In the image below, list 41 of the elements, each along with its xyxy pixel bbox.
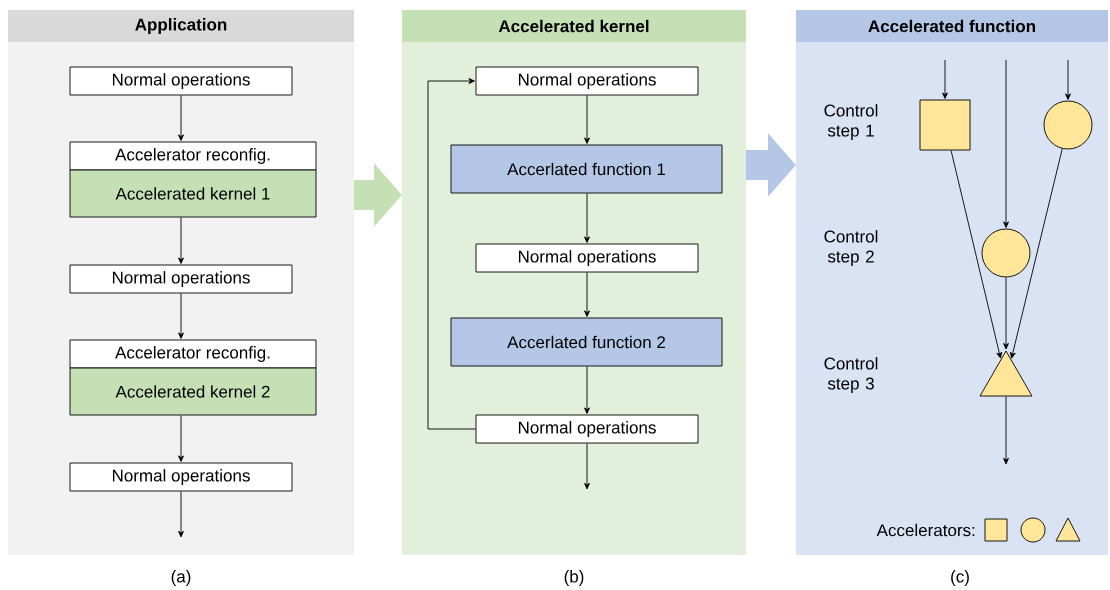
panel-caption: (a): [171, 570, 191, 586]
kernel-box: Accelerated kernel 2: [69, 367, 317, 416]
step-label: Control step 3: [824, 357, 878, 393]
arrow: [178, 95, 184, 141]
arrow: [942, 59, 948, 99]
kernel-box: Accelerated kernel 1: [69, 169, 317, 218]
arrow: [427, 78, 476, 430]
process-box: Normal operations: [69, 264, 293, 294]
arrow: [1065, 59, 1071, 100]
process-box: Normal operations: [69, 462, 293, 492]
arrow: [584, 95, 590, 144]
panel-caption: (b): [564, 570, 584, 586]
process-box: Normal operations: [475, 243, 699, 273]
function-box: Accerlated function 2: [450, 317, 723, 367]
arrow: [1010, 148, 1063, 359]
reconfig-box: Accelerator reconfig.: [69, 141, 317, 171]
arrow: [584, 366, 590, 414]
arrow: [584, 443, 590, 490]
arrow: [178, 415, 184, 462]
arrow: [584, 193, 590, 243]
square-shape: [919, 99, 971, 151]
step-label: Control step 2: [824, 230, 878, 266]
process-box: Normal operations: [69, 66, 293, 96]
arrow: [1003, 396, 1009, 465]
arrow: [584, 272, 590, 317]
key-label: Accelerators:: [876, 523, 975, 537]
arrow: [1003, 277, 1009, 350]
circle-shape: [1043, 100, 1093, 150]
process-box: Normal operations: [475, 66, 699, 96]
arrow: [1003, 59, 1009, 228]
arrow: [178, 217, 184, 264]
arrow: [178, 293, 184, 339]
step-label: Control step 1: [824, 104, 878, 140]
process-box: Normal operations: [475, 414, 699, 444]
function-box: Accerlated function 1: [450, 144, 723, 194]
arrow: [950, 150, 1003, 359]
triangle-shape: [979, 350, 1033, 397]
reconfig-box: Accelerator reconfig.: [69, 339, 317, 369]
arrow: [178, 491, 184, 538]
circle-shape: [981, 228, 1031, 278]
panel-caption: (c): [951, 570, 969, 586]
